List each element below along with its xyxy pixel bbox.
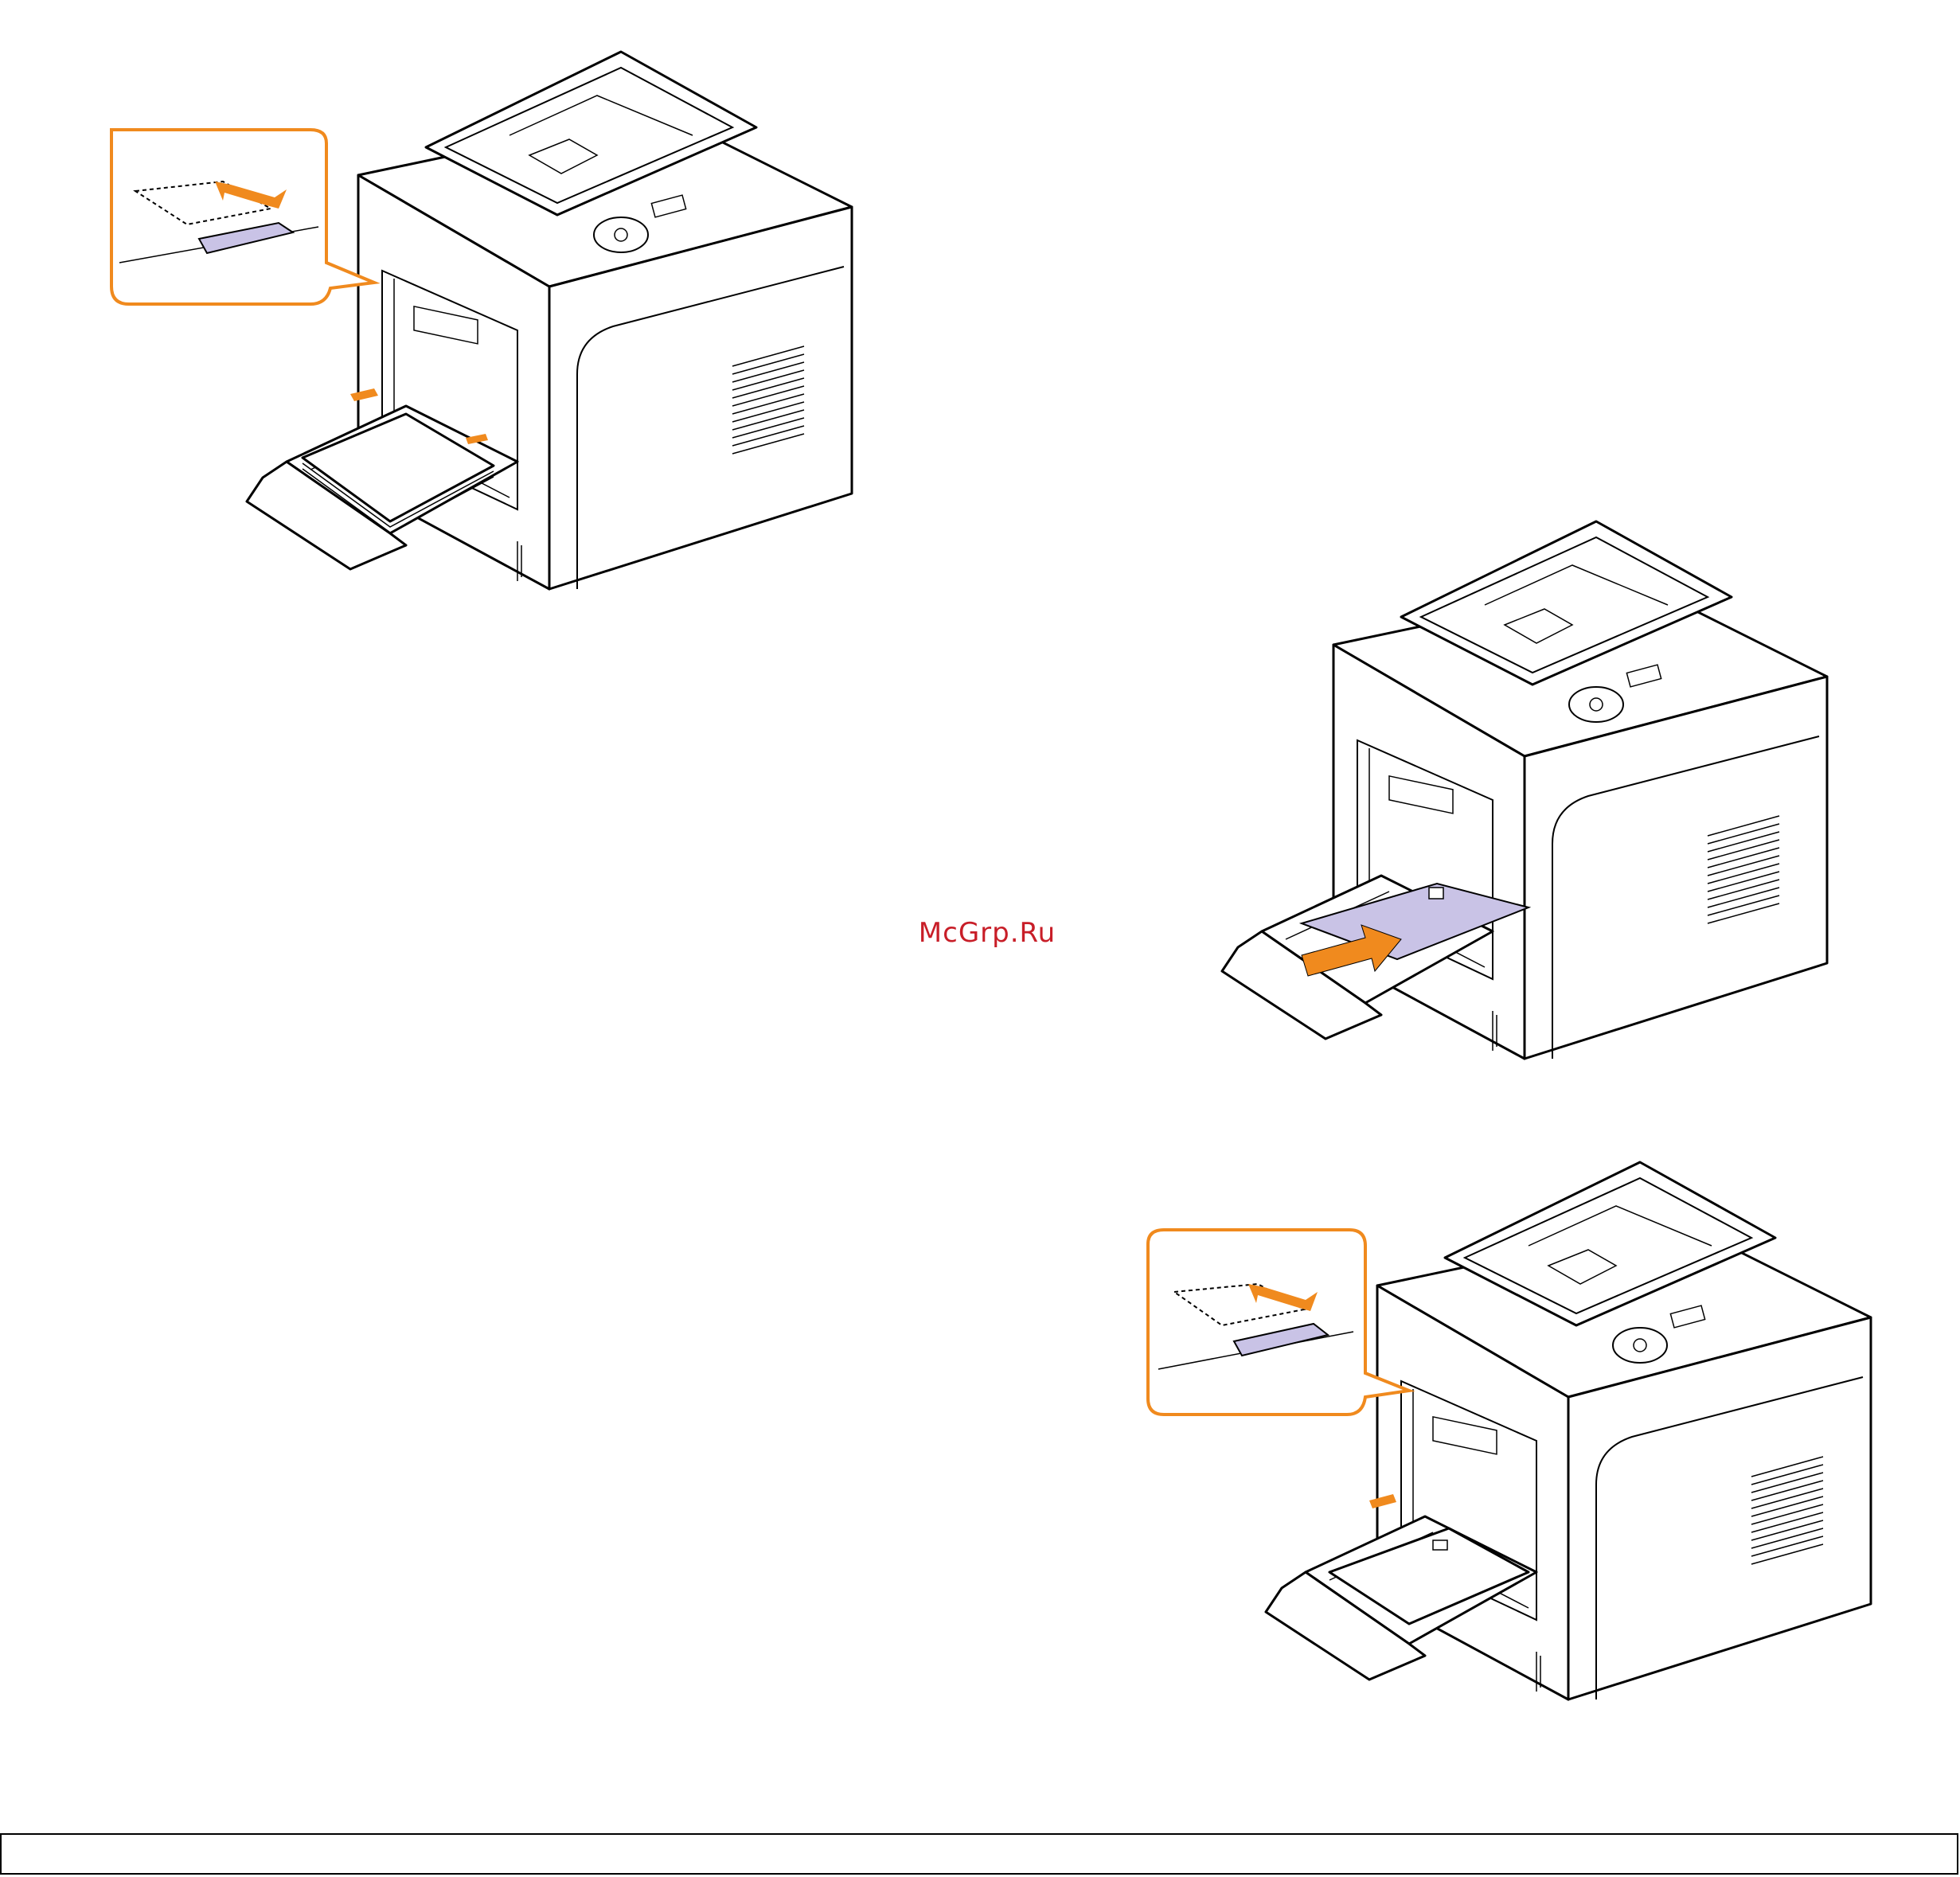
- printer-paper-stack-icon: [111, 0, 828, 446]
- footer-bar: [0, 1833, 1958, 1875]
- figure-inserting-envelope: [1254, 462, 1811, 907]
- figure-loading-paper: [111, 0, 828, 446]
- watermark-text: McGrp.Ru: [900, 917, 1075, 949]
- printer-envelope-icon: [1254, 462, 1811, 907]
- printer-guide-adjust-icon: [1146, 1110, 1863, 1556]
- figure-adjusting-guide: [1146, 1110, 1863, 1556]
